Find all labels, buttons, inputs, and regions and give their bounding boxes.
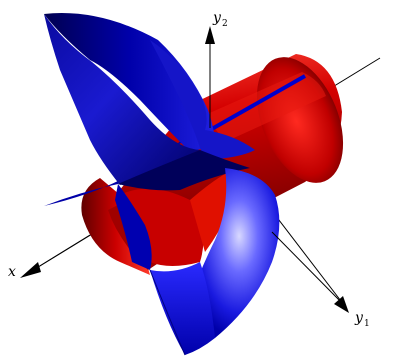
svg-text:2: 2 — [222, 19, 228, 29]
svg-text:y: y — [212, 10, 222, 26]
svg-text:1: 1 — [364, 319, 370, 329]
y1-axis-front-segment — [271, 231, 345, 306]
x-axis-arrowhead — [20, 262, 41, 278]
blue-sheet — [44, 13, 280, 356]
y2-axis-label: y 2 — [212, 10, 228, 29]
y1-axis-arrowhead — [334, 296, 349, 313]
y2-axis-arrowhead — [205, 26, 215, 44]
y1-axis-label: y 1 — [354, 310, 370, 329]
svg-text:y: y — [354, 310, 364, 326]
x-axis-label: x — [8, 264, 16, 280]
x-axis-front-segment — [29, 234, 91, 273]
